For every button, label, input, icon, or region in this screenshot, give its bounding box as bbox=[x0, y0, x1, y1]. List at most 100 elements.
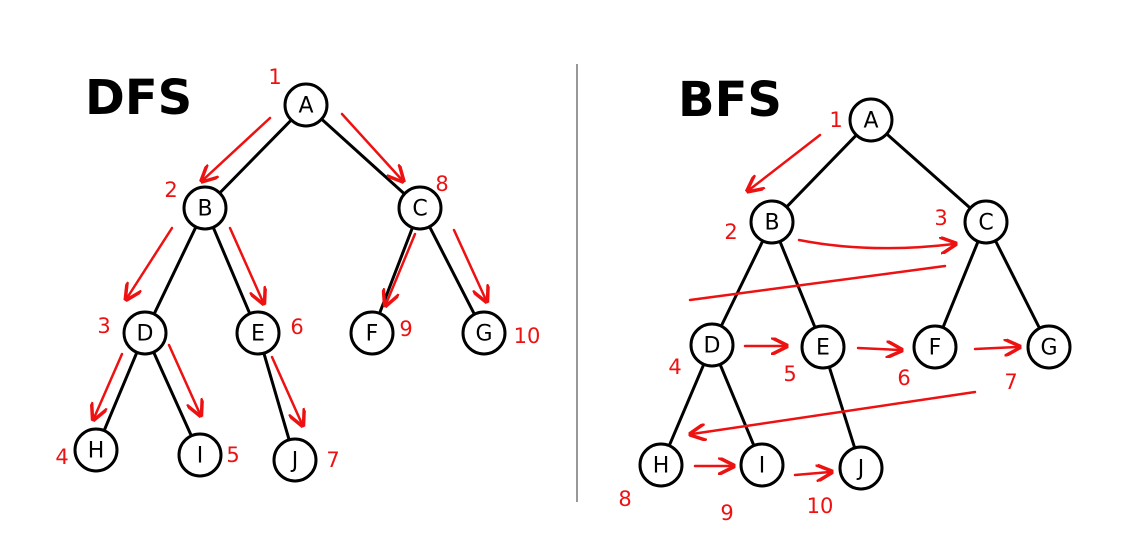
bfs-node-label: I bbox=[759, 454, 766, 479]
bfs-node-h: H8 bbox=[618, 442, 684, 511]
dfs-arrow-c-f bbox=[386, 232, 417, 304]
dfs-node-label: C bbox=[412, 197, 427, 222]
bfs-visit-order-c: 3 bbox=[934, 206, 947, 230]
bfs-arrow-i-j bbox=[793, 472, 830, 475]
bfs-node-circle bbox=[848, 97, 894, 143]
bfs-node-e: E5 bbox=[783, 324, 846, 386]
bfs-visit-order-h: 8 bbox=[618, 487, 631, 511]
bfs-traversal-arrows bbox=[690, 133, 1018, 475]
bfs-edge-e-j bbox=[827, 365, 857, 450]
dfs-visit-order-g: 10 bbox=[514, 324, 541, 348]
bfs-node-label: E bbox=[816, 336, 830, 361]
bfs-node-circle bbox=[1026, 324, 1072, 370]
bfs-node-label: G bbox=[1040, 336, 1057, 361]
bfs-node-j: J 10 bbox=[807, 445, 884, 518]
dfs-arrow-d-i bbox=[167, 343, 200, 414]
bfs-node-label: C bbox=[978, 211, 993, 236]
dfs-node-b: B2 bbox=[164, 178, 228, 231]
bfs-visit-order-b: 2 bbox=[724, 220, 737, 244]
dfs-arrow-e-j bbox=[270, 355, 302, 424]
bfs-arrow-f-g bbox=[973, 347, 1018, 349]
dfs-visit-order-f: 9 bbox=[399, 317, 412, 341]
bfs-visit-order-f: 6 bbox=[897, 366, 910, 390]
bfs-node-circle bbox=[749, 199, 795, 245]
bfs-node-c: C3 bbox=[934, 199, 1009, 245]
dfs-node-circle bbox=[461, 310, 507, 356]
bfs-node-label: J bbox=[856, 457, 865, 482]
dfs-node-circle bbox=[283, 82, 329, 128]
dfs-node-label: I bbox=[197, 444, 204, 469]
bfs-node-label: A bbox=[863, 109, 878, 134]
bfs-edge-d-i bbox=[718, 362, 756, 448]
dfs-edge-a-b bbox=[218, 118, 293, 195]
bfs-arrow-b-c bbox=[797, 240, 954, 248]
dfs-node-label: E bbox=[251, 322, 265, 347]
dfs-visit-order-c: 8 bbox=[435, 172, 448, 196]
bfs-node-d: D4 bbox=[668, 322, 735, 379]
dfs-traversal-arrows bbox=[94, 112, 486, 424]
dfs-node-circle bbox=[272, 437, 318, 483]
dfs-edge-b-d bbox=[152, 225, 198, 316]
dfs-edges bbox=[102, 117, 476, 442]
dfs-node-label: G bbox=[475, 322, 492, 347]
dfs-arrow-b-e bbox=[228, 226, 263, 302]
bfs-arrow-e-f bbox=[856, 348, 900, 350]
dfs-node-circle bbox=[349, 310, 395, 356]
bfs-node-circle bbox=[963, 199, 1009, 245]
bfs-edge-c-f bbox=[941, 239, 980, 330]
bfs-visit-order-d: 4 bbox=[668, 355, 681, 379]
dfs-visit-order-i: 5 bbox=[226, 443, 239, 467]
bfs-node-i: I9 bbox=[720, 442, 785, 525]
bfs-node-f: F6 bbox=[897, 324, 958, 390]
bfs-title: BFS bbox=[678, 72, 782, 128]
bfs-node-a: A1 bbox=[829, 97, 894, 143]
dfs-node-a: A1 bbox=[268, 65, 329, 128]
bfs-node-circle bbox=[739, 442, 785, 488]
bfs-visit-order-j: 10 bbox=[807, 494, 834, 518]
bfs-visit-order-i: 9 bbox=[720, 501, 733, 525]
dfs-visit-order-j: 7 bbox=[326, 448, 339, 472]
dfs-visit-order-b: 2 bbox=[164, 178, 177, 202]
dfs-edge-c-g bbox=[428, 225, 476, 316]
dfs-edge-c-f bbox=[378, 226, 414, 315]
dfs-visit-order-e: 6 bbox=[290, 315, 303, 339]
dfs-node-circle bbox=[397, 185, 443, 231]
dfs-node-circle bbox=[122, 310, 168, 356]
dfs-node-circle bbox=[235, 310, 281, 356]
dfs-node-c: C8 bbox=[397, 172, 449, 231]
dfs-node-d: D3 bbox=[97, 310, 168, 356]
dfs-node-circle bbox=[73, 427, 119, 473]
bfs-edge-c-g bbox=[993, 239, 1042, 330]
bfs-arrow-a-b bbox=[749, 133, 822, 190]
dfs-node-label: B bbox=[197, 197, 212, 222]
dfs-node-label: H bbox=[88, 439, 105, 464]
dfs-edge-e-j bbox=[262, 351, 291, 442]
bfs-node-label: H bbox=[653, 454, 670, 479]
dfs-node-label: D bbox=[137, 322, 154, 347]
dfs-node-circle bbox=[177, 432, 223, 478]
dfs-node-h: H4 bbox=[55, 427, 119, 473]
dfs-arrow-c-g bbox=[452, 228, 486, 300]
bfs-node-circle bbox=[689, 322, 735, 368]
bfs-edge-a-b bbox=[785, 133, 858, 209]
dfs-edge-b-e bbox=[211, 225, 252, 316]
dfs-node-g: G 10 bbox=[461, 310, 541, 356]
bfs-node-circle bbox=[912, 324, 958, 370]
dfs-edge-d-h bbox=[102, 350, 139, 433]
bfs-node-label: B bbox=[764, 211, 779, 236]
dfs-visit-order-d: 3 bbox=[97, 314, 110, 338]
dfs-visit-order-h: 4 bbox=[55, 445, 68, 469]
bfs-node-circle bbox=[838, 445, 884, 491]
bfs-node-label: F bbox=[929, 336, 942, 361]
dfs-edge-d-i bbox=[152, 350, 193, 438]
bfs-edge-d-h bbox=[667, 362, 706, 448]
dfs-node-label: F bbox=[366, 322, 379, 347]
dfs-edge-a-c bbox=[320, 117, 406, 196]
dfs-node-label: A bbox=[298, 94, 313, 119]
bfs-edge-a-c bbox=[885, 132, 972, 210]
